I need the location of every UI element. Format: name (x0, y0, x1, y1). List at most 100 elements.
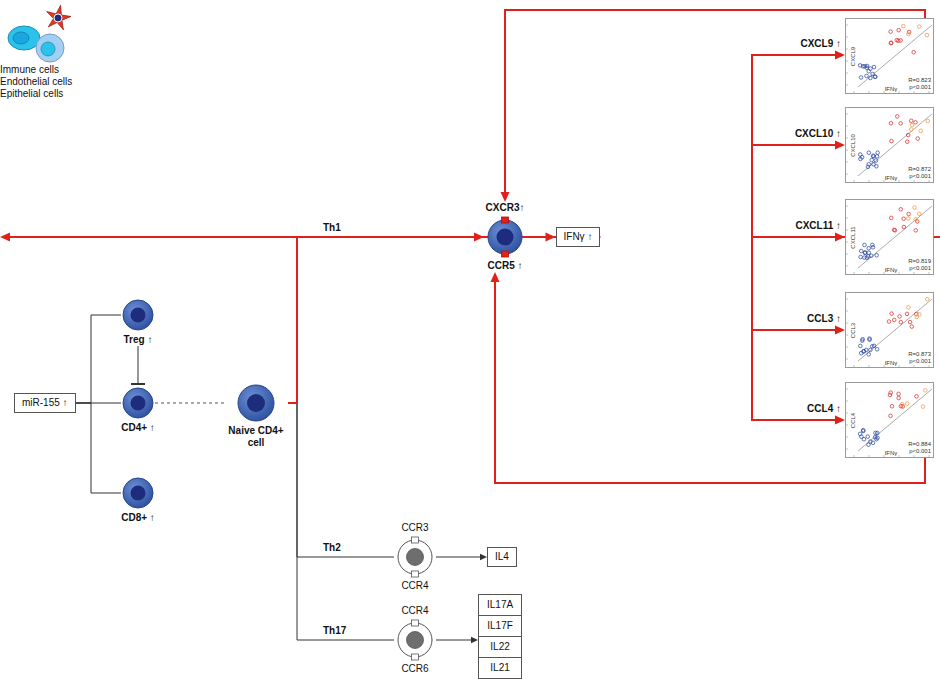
cell-nucleus (13, 32, 29, 44)
axis-tick (929, 272, 930, 274)
axis-tick (914, 365, 915, 367)
data-point (925, 33, 929, 37)
correlation-value: R=0.884 (908, 441, 931, 448)
cytokine-label: IL17F (479, 615, 521, 636)
data-point (897, 392, 901, 396)
data-point (861, 429, 865, 433)
data-point (925, 297, 929, 301)
axis-tick (854, 365, 855, 367)
data-point (860, 435, 864, 439)
p-value: p<0.001 (909, 173, 931, 180)
data-point (918, 313, 922, 317)
axis-tick (854, 455, 855, 457)
cell-type-label: Epithelial cells (0, 88, 940, 100)
data-point (926, 119, 930, 123)
data-point (867, 246, 871, 250)
data-point (865, 74, 869, 78)
cell-membrane (123, 478, 153, 508)
data-point (909, 119, 913, 123)
data-point (887, 320, 891, 324)
plot-heading: CCL4 ↑ (807, 403, 841, 415)
cell-type-label: Immune cells (0, 64, 940, 76)
axis-tick (846, 347, 848, 348)
axis-tick (884, 365, 885, 367)
arrowhead (501, 192, 510, 202)
data-point (889, 121, 893, 125)
scatter-plot-panel: CCL3 ↑CCL3IFNγR=0.873p<0.001 (845, 292, 934, 368)
data-point (913, 206, 917, 210)
axis-tick (846, 37, 848, 38)
data-point (861, 428, 865, 432)
data-point (889, 41, 893, 45)
axis-tick (846, 138, 848, 139)
cell-membrane (398, 540, 432, 574)
cytokine-label: IL17A (479, 595, 521, 615)
data-point (859, 344, 863, 348)
cell-icon (236, 383, 276, 423)
cell-node: Treg ↑ (121, 296, 155, 346)
data-point (870, 344, 874, 348)
axis-tick (846, 114, 848, 115)
axis-tick (846, 299, 848, 300)
cell-nucleus (407, 632, 424, 649)
receptor (412, 537, 419, 543)
cell-type-label: Endothelial cells (0, 76, 940, 88)
axis-tick (854, 91, 855, 93)
data-point (902, 217, 906, 221)
axis-tick (846, 85, 848, 86)
cell-membrane (398, 623, 432, 657)
axis-tick (929, 180, 930, 182)
axis-tick (884, 455, 885, 457)
axis-label: CXCL10 (850, 131, 857, 161)
data-point (872, 65, 876, 69)
axis-tick (846, 449, 848, 450)
axis-tick (899, 455, 900, 457)
connector (288, 233, 484, 404)
axis-tick (884, 91, 885, 93)
branch-label: Th17 (322, 625, 347, 637)
data-point (892, 228, 896, 232)
data-point (907, 306, 911, 310)
data-point (910, 123, 914, 127)
data-point (900, 402, 904, 406)
receptor (412, 571, 419, 577)
data-point (890, 139, 894, 143)
data-point (910, 325, 914, 329)
axis-tick (846, 162, 848, 163)
scatter-plot-panel: CCL4 ↑CCL4IFNγR=0.884p<0.001 (845, 382, 934, 458)
data-point (871, 243, 875, 247)
data-point (890, 312, 894, 316)
connector (436, 554, 487, 560)
data-point (867, 251, 871, 255)
receptor (412, 654, 419, 660)
axis-label: IFNγ (876, 86, 906, 93)
axis-tick (846, 242, 848, 243)
data-point (869, 76, 873, 80)
axis-tick (914, 91, 915, 93)
axis-tick (846, 437, 848, 438)
data-point (871, 245, 875, 249)
data-point (875, 347, 879, 351)
data-point (866, 435, 870, 439)
data-point (905, 312, 909, 316)
data-point (870, 158, 874, 162)
data-point (899, 39, 903, 43)
data-point (907, 212, 911, 216)
scatter-plot-panel: CXCL10 ↑CXCL10IFNγR=0.872p<0.001 (845, 107, 934, 183)
connector (131, 346, 145, 384)
cell-nucleus (131, 396, 146, 411)
epithelial-cell (8, 26, 40, 50)
cell-label: CD4+ ↑ (121, 422, 155, 434)
cell-icon (121, 298, 155, 332)
data-point (872, 162, 876, 166)
data-point (867, 443, 871, 447)
axis-tick (884, 180, 885, 182)
process-box: IL4 (487, 547, 517, 567)
connector-line (288, 403, 394, 640)
axis-label: CXCL9 (850, 42, 857, 72)
data-point (893, 229, 897, 233)
axis-tick (869, 272, 870, 274)
cell-label: Treg ↑ (124, 334, 153, 346)
data-point (897, 396, 901, 400)
